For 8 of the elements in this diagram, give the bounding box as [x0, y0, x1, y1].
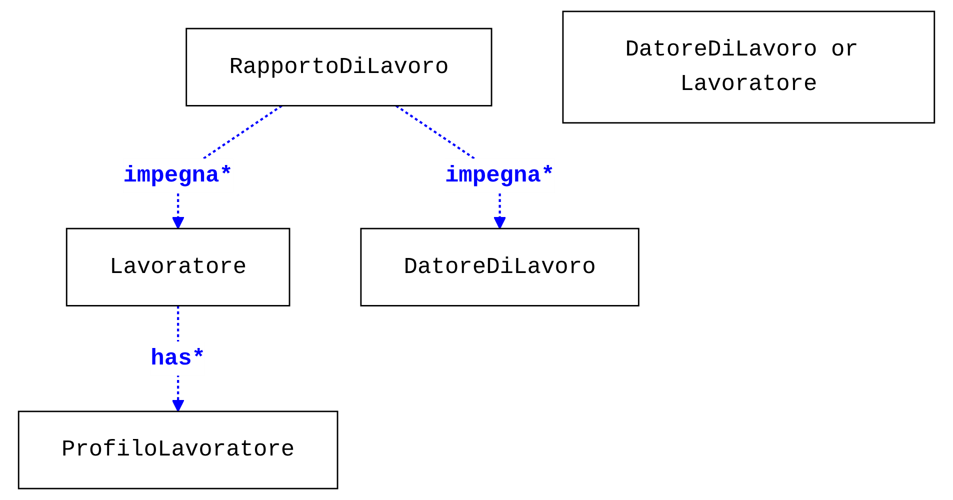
edge-label: impegna* [123, 162, 233, 189]
node-box: Lavoratore [66, 228, 290, 306]
node-box: DatoreDiLavoro [360, 228, 640, 306]
node-box: DatoreDiLavoro or Lavoratore [562, 10, 936, 124]
edge-label: has* [150, 346, 206, 372]
node-box: RapportoDiLavoro [186, 28, 492, 106]
node-box: ProfiloLavoratore [18, 410, 338, 490]
edge-label: impegna* [444, 162, 555, 189]
